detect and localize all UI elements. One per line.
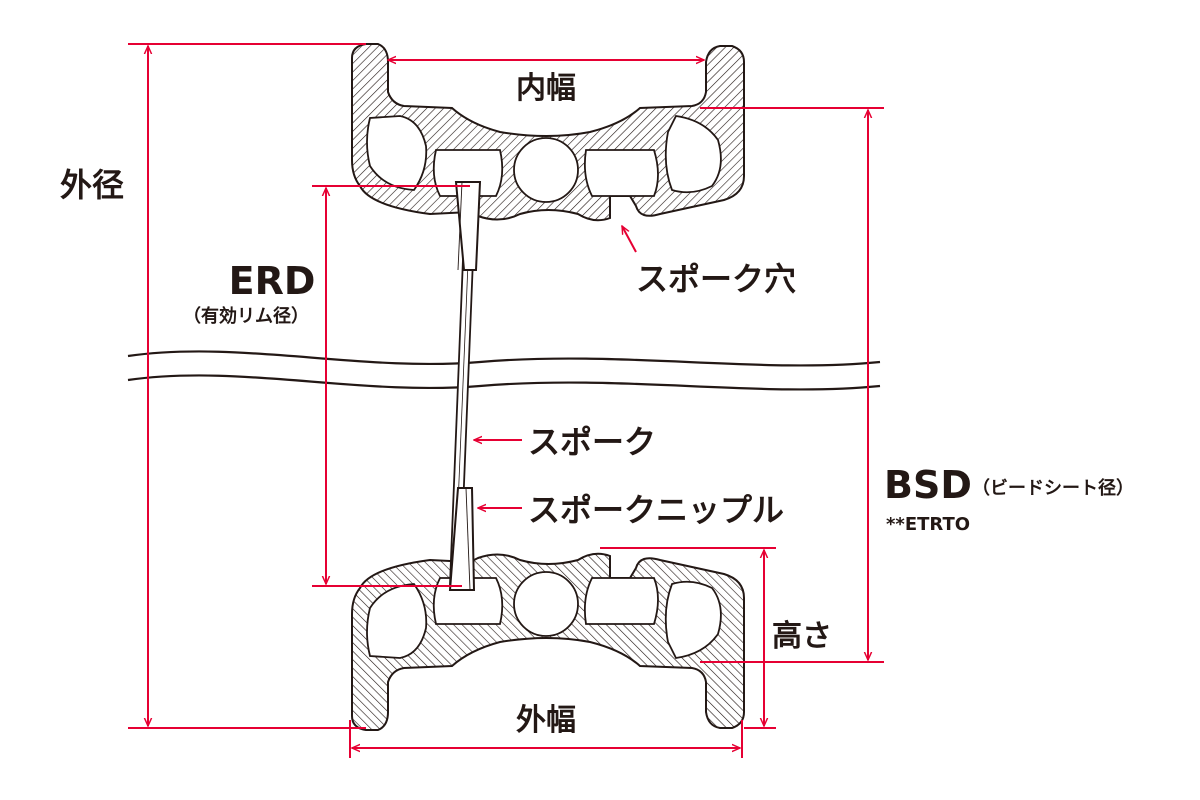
- inner-width-label: 内幅: [516, 71, 576, 106]
- outer-diameter-label: 外径: [60, 166, 124, 204]
- break-line-top: [127, 350, 881, 367]
- spoke-label: スポーク: [528, 423, 656, 461]
- break-line-bottom: [127, 374, 881, 391]
- spoke-hole-pointer: [621, 226, 637, 253]
- outer-width-label: 外幅: [516, 703, 576, 738]
- height-label: 高さ: [772, 619, 832, 654]
- erd-sublabel: （有効リム径）: [183, 305, 309, 327]
- etrto-note: **ETRTO: [886, 514, 970, 535]
- spoke-nipple-upper: [454, 181, 482, 271]
- spoke-hole-label: スポーク穴: [636, 260, 796, 298]
- spoke-nipple-lower: [448, 487, 476, 591]
- bsd-label: BSD: [884, 463, 972, 507]
- spoke-nipple-label: スポークニップル: [528, 491, 784, 529]
- erd-label: ERD: [229, 259, 316, 303]
- bsd-sublabel: （ビードシート径）: [972, 477, 1134, 499]
